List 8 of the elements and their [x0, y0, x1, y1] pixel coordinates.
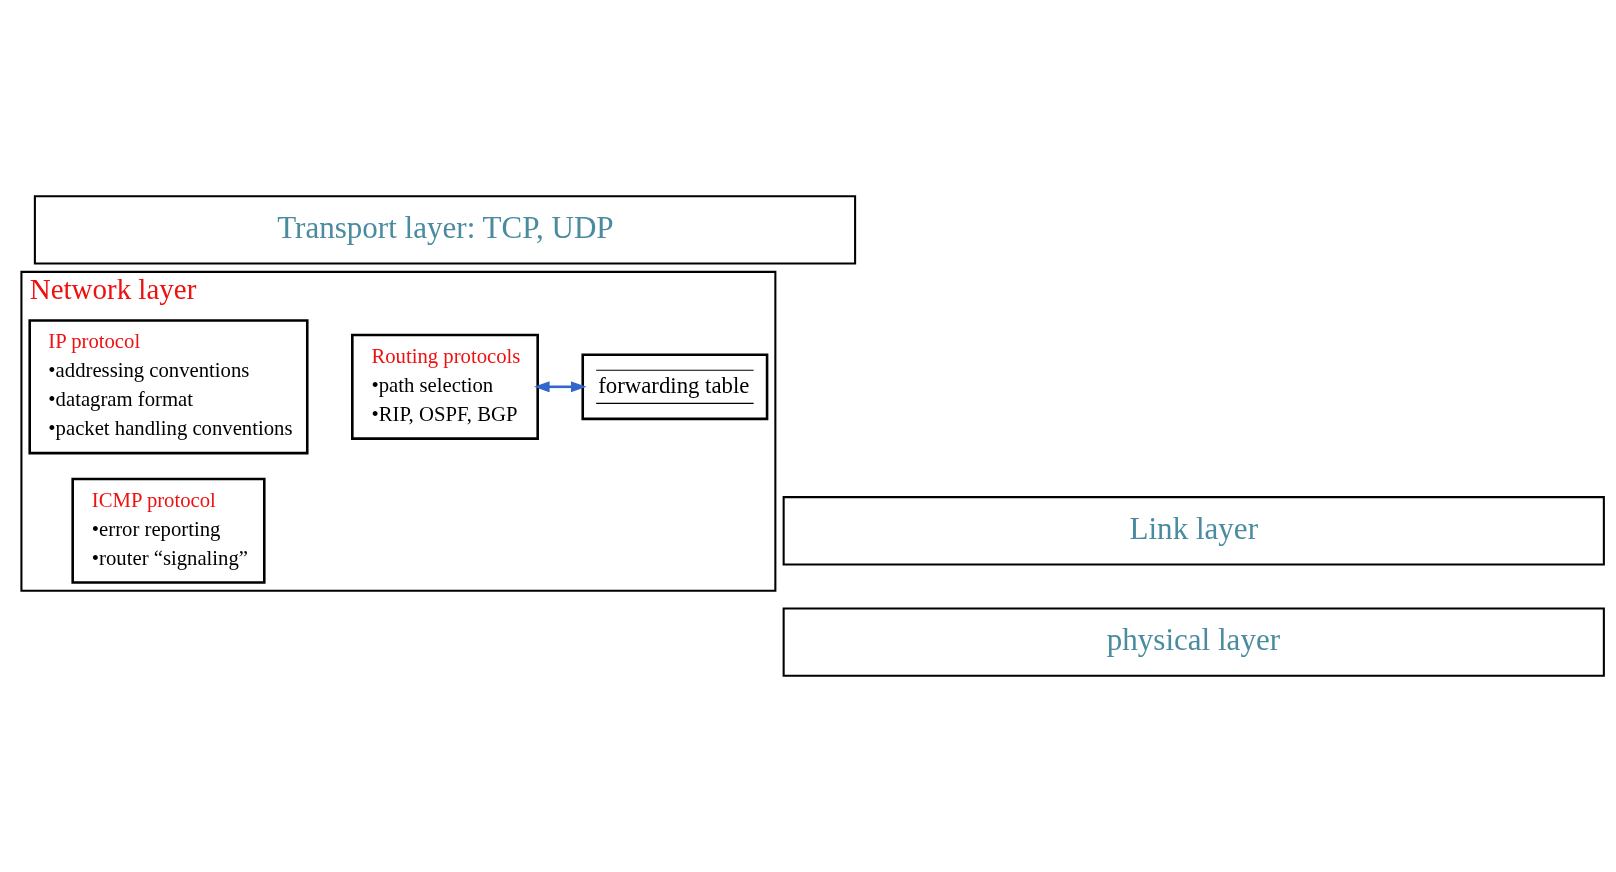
- node-box: forwarding table: [580, 353, 768, 421]
- node-box: Transport layer: TCP, UDP: [33, 195, 856, 265]
- node-box: IP protocol •addressing conventions •datagram format •packet handling conventions: [27, 319, 309, 455]
- node-box: physical layer: [782, 607, 1605, 677]
- node-box: Routing protocols •path selection •RIP, OSPF, BGP: [350, 333, 539, 440]
- node-box: Link layer: [782, 496, 1605, 566]
- arrow: [533, 381, 587, 393]
- node-box: ICMP protocol •error reporting •router “signaling”: [70, 477, 266, 584]
